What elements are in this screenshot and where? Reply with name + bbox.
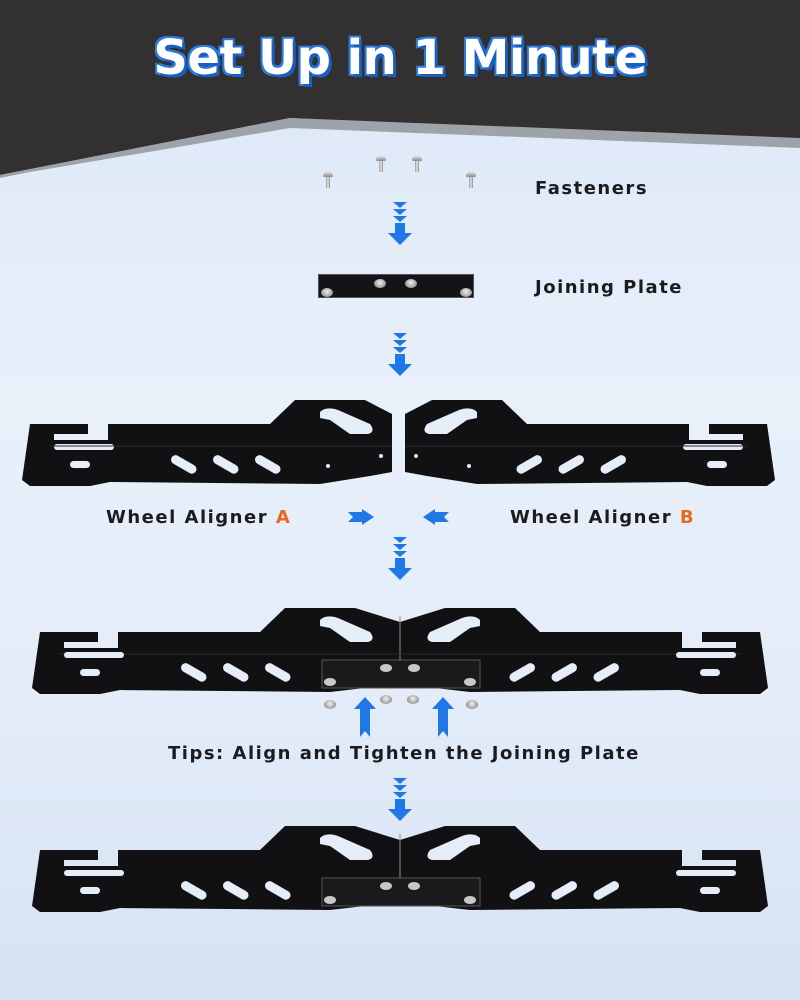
page-title: Set Up in 1 Minute bbox=[152, 29, 648, 87]
bolt-icon bbox=[374, 279, 386, 288]
arrow-up-icon bbox=[354, 697, 376, 737]
bolt-icon bbox=[460, 288, 472, 297]
nut-icon bbox=[380, 695, 392, 704]
joining-plate-label: Joining Plate bbox=[535, 277, 684, 298]
arrow-up-icon bbox=[432, 697, 454, 737]
wheel-aligner-b-suffix: B bbox=[679, 507, 696, 528]
wheel-aligner-a-suffix: A bbox=[275, 507, 292, 528]
nut-icon bbox=[324, 700, 336, 709]
final-assembly-image bbox=[32, 826, 768, 912]
bolt-icon bbox=[405, 279, 417, 288]
triple-chevron-down-arrow-icon bbox=[385, 202, 415, 245]
screw-icon bbox=[412, 156, 422, 172]
triple-chevron-down-arrow-icon bbox=[385, 333, 415, 376]
screw-icon bbox=[376, 156, 386, 172]
fasteners-label: Fasteners bbox=[535, 178, 649, 199]
triple-chevron-down-arrow-icon bbox=[385, 778, 415, 821]
wheel-aligner-a-label: Wheel Aligner A bbox=[106, 507, 291, 528]
joined-aligners-image bbox=[32, 608, 768, 694]
triple-chevron-down-arrow-icon bbox=[385, 537, 415, 580]
assembly-tip-label: Tips: Align and Tighten the Joining Plat… bbox=[168, 743, 640, 764]
bolt-icon bbox=[321, 288, 333, 297]
wheel-aligner-b-label: Wheel Aligner B bbox=[510, 507, 695, 528]
screw-icon bbox=[323, 172, 333, 188]
arrow-right-icon bbox=[348, 509, 374, 525]
wheel-aligner-b-text: Wheel Aligner bbox=[510, 507, 673, 528]
wheel-aligner-b-image bbox=[405, 400, 775, 486]
wheel-aligner-a-text: Wheel Aligner bbox=[106, 507, 269, 528]
joining-plate-image bbox=[318, 274, 474, 298]
wheel-aligner-a-image bbox=[22, 400, 392, 486]
nut-icon bbox=[407, 695, 419, 704]
arrow-left-icon bbox=[423, 509, 449, 525]
screw-icon bbox=[466, 172, 476, 188]
nut-icon bbox=[466, 700, 478, 709]
